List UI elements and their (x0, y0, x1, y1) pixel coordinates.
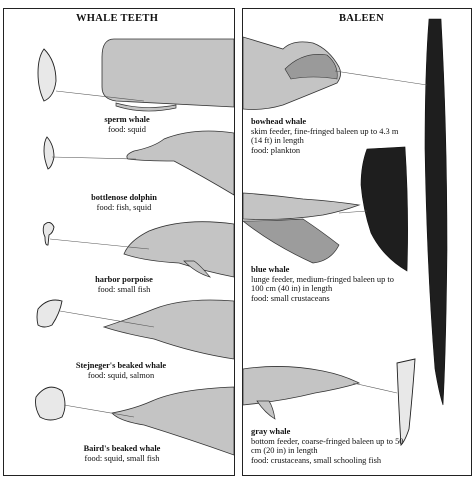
stejnegers-beaked-whale-body (102, 299, 234, 360)
stejnegers-beaked-whale-caption: Stejneger's beaked whale food: squid, sa… (46, 361, 196, 380)
bottlenose-dolphin-tooth (43, 136, 55, 170)
bairds-beaked-whale-pointer (63, 404, 135, 418)
harbor-porpoise-name: harbor porpoise (95, 275, 153, 284)
sperm-whale-head (101, 38, 234, 108)
sperm-whale-caption: sperm whale food: squid (82, 115, 172, 134)
bairds-beaked-whale-food: food: squid, small fish (84, 453, 160, 463)
gray-whale-desc-1: bottom feeder, coarse-fringed baleen up … (251, 436, 404, 446)
harbor-porpoise-flipper (183, 260, 211, 278)
sperm-whale-jaw (115, 102, 177, 112)
bairds-beaked-whale-tooth (35, 386, 66, 421)
bowhead-whale-baleen-fringe (284, 54, 338, 80)
bowhead-whale-pointer (334, 70, 428, 86)
blue-whale-desc-2: 100 cm (40 in) in length (251, 284, 333, 294)
sperm-whale-food: food: squid (108, 124, 146, 134)
gray-whale-desc-2: cm (20 in) in length (251, 446, 318, 456)
blue-whale-head (243, 192, 361, 220)
stejnegers-beaked-whale-food: food: squid, salmon (87, 370, 155, 380)
stejnegers-beaked-whale-tooth (36, 299, 63, 328)
gray-whale-food: food: crustaceans, small schooling fish (251, 455, 382, 465)
bottlenose-dolphin-caption: bottlenose dolphin food: fish, squid (74, 193, 174, 212)
blue-whale-throat-pouch (243, 218, 340, 264)
harbor-porpoise-caption: harbor porpoise food: small fish (74, 275, 174, 294)
bowhead-whale-food: food: plankton (251, 145, 301, 155)
bowhead-whale-desc-1: skim feeder, fine-fringed baleen up to 4… (251, 126, 399, 136)
harbor-porpoise-body (123, 221, 234, 278)
whale-teeth-panel: WHALE TEETH sperm whale food: squid bott… (3, 8, 235, 476)
bottlenose-dolphin-body (126, 130, 234, 196)
blue-whale-food: food: small crustaceans (251, 293, 330, 303)
sperm-whale-pointer (55, 90, 145, 102)
sperm-whale-tooth (37, 48, 57, 102)
bowhead-whale-caption: bowhead whale skim feeder, fine-fringed … (251, 117, 421, 155)
bottlenose-dolphin-food: food: fish, squid (96, 202, 152, 212)
gray-whale-flipper (256, 400, 276, 420)
whale-teeth-artwork (35, 38, 234, 456)
bowhead-whale-desc-2: (14 ft) in length (251, 136, 304, 146)
bowhead-baleen-plate (424, 18, 448, 406)
bottlenose-dolphin-pointer (51, 156, 137, 160)
stejnegers-beaked-whale-pointer (59, 310, 155, 328)
harbor-porpoise-tooth (42, 222, 55, 246)
bottlenose-dolphin-name: bottlenose dolphin (91, 193, 157, 202)
whale-teeth-heading: WHALE TEETH (76, 13, 159, 24)
baleen-artwork (243, 18, 448, 447)
gray-whale-pointer (352, 382, 398, 394)
bowhead-whale-name: bowhead whale (251, 117, 307, 126)
harbor-porpoise-food: food: small fish (97, 284, 151, 294)
blue-whale-name: blue whale (251, 265, 290, 274)
sperm-whale-name: sperm whale (104, 115, 150, 124)
baleen-heading: BALEEN (339, 13, 384, 24)
bairds-beaked-whale-name: Baird's beaked whale (83, 444, 161, 453)
blue-whale-caption: blue whale lunge feeder, medium-fringed … (251, 265, 421, 303)
gray-whale-head (243, 366, 361, 406)
stejnegers-beaked-whale-name: Stejneger's beaked whale (75, 361, 167, 370)
harbor-porpoise-pointer (49, 238, 150, 250)
blue-whale-pointer (338, 210, 368, 214)
bairds-beaked-whale-caption: Baird's beaked whale food: squid, small … (52, 444, 192, 463)
gray-whale-caption: gray whale bottom feeder, coarse-fringed… (251, 427, 431, 465)
blue-whale-desc-1: lunge feeder, medium-fringed baleen up t… (251, 274, 394, 284)
gray-whale-name: gray whale (251, 427, 291, 436)
blue-whale-baleen-plate (360, 146, 408, 272)
gray-whale-baleen-plate (396, 358, 416, 447)
baleen-panel: BALEEN bowhead whale skim feeder, fine-f… (242, 8, 472, 476)
